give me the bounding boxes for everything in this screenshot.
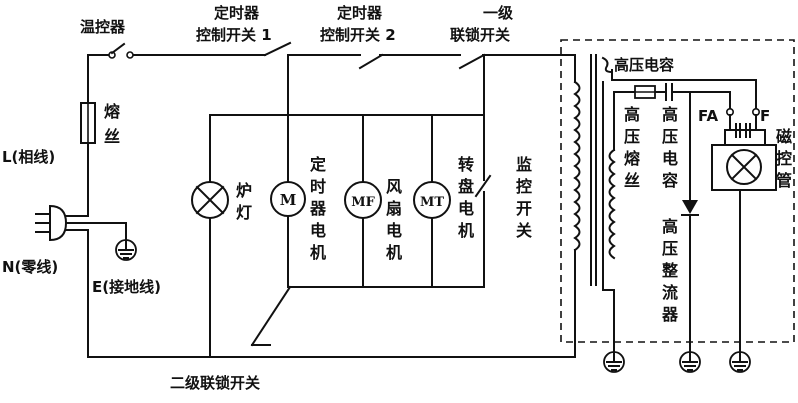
lamp-label-2: 灯 <box>236 203 252 222</box>
magnetron-label-3: 管 <box>776 171 792 190</box>
monitor-switch-label-1: 监 <box>516 155 532 174</box>
fan-motor-label-2: 扇 <box>386 199 402 218</box>
timer-switch-1 <box>263 41 292 57</box>
ground-icon-3 <box>729 351 751 373</box>
fan-motor-symbol: MF <box>351 195 375 210</box>
hv-capacitor-symbol <box>665 83 673 101</box>
live-wire-label: L(相线) <box>2 148 55 166</box>
turntable-motor-label-4: 机 <box>458 221 474 240</box>
transformer-secondary-coil <box>608 148 616 260</box>
terminal-f-label: F <box>760 107 770 125</box>
turntable-motor-label-2: 盘 <box>458 177 474 196</box>
thermostat-label: 温控器 <box>80 18 126 36</box>
hv-rectifier-label-4: 流 <box>662 283 678 302</box>
lamp-label-1: 炉 <box>236 181 252 200</box>
primary-interlock-switch <box>458 53 486 70</box>
timer-switch-1-label-line1: 定时器 <box>214 4 260 22</box>
timer-switch-2 <box>358 53 384 70</box>
hv-rectifier-diode-icon <box>681 200 699 216</box>
transformer-core <box>590 54 597 286</box>
ground-icon-2 <box>679 351 701 373</box>
timer-switch-1-label-line2: 控制开关 1 <box>196 26 272 44</box>
fuse-label-1: 熔 <box>104 102 121 121</box>
ground-wire-label: E(接地线) <box>92 278 161 296</box>
neutral-wire-label: N(零线) <box>2 258 58 276</box>
monitor-switch-label-4: 关 <box>516 221 532 240</box>
earth-ground-icon <box>115 239 137 261</box>
terminal-fa-label: FA <box>698 107 719 125</box>
timer-motor-label-1: 定 <box>309 155 326 174</box>
turntable-motor-label-3: 电 <box>458 199 474 218</box>
primary-interlock-label-line1: 一级 <box>483 4 514 22</box>
filament-winding <box>601 56 614 74</box>
hv-rectifier-label-2: 压 <box>662 239 678 258</box>
magnetron-icon <box>711 144 777 191</box>
magnetron-filter-capacitors <box>735 123 751 138</box>
timer-switch-2-label-line1: 定时器 <box>337 4 383 22</box>
fan-motor-label-1: 风 <box>386 177 402 196</box>
fan-motor-label-3: 电 <box>386 221 402 240</box>
monitor-switch-label-3: 开 <box>516 199 532 218</box>
fan-motor-label-4: 机 <box>386 243 402 262</box>
power-plug-icon <box>35 204 68 242</box>
monitor-switch-label-2: 控 <box>516 177 532 196</box>
hv-capacitor-label-2: 压 <box>662 127 678 146</box>
oven-lamp-icon <box>191 181 229 219</box>
thermostat-switch <box>108 42 134 59</box>
hv-fuse-label-3: 熔 <box>624 149 641 168</box>
hv-capacitor-top-label: 高压电容 <box>614 56 674 74</box>
fuse-label-2: 丝 <box>104 127 120 146</box>
fuse-symbol <box>80 102 96 144</box>
turntable-motor-symbol: MT <box>420 195 444 210</box>
hv-rectifier-label-5: 器 <box>661 305 679 324</box>
timer-motor-label-5: 机 <box>310 243 326 262</box>
hv-rectifier-label-3: 整 <box>661 261 678 280</box>
hv-rectifier-label-1: 高 <box>662 217 678 236</box>
hv-capacitor-label-3: 电 <box>662 149 678 168</box>
turntable-motor-label-1: 转 <box>458 155 474 174</box>
transformer-primary-coil <box>573 80 581 259</box>
timer-motor-label-4: 电 <box>310 221 326 240</box>
ground-icon-1 <box>603 351 625 373</box>
hv-fuse-label-4: 丝 <box>624 171 640 190</box>
magnetron-label-2: 控 <box>776 149 792 168</box>
timer-motor-symbol: M <box>280 191 297 209</box>
turntable-motor: MT <box>413 181 451 219</box>
wiring <box>64 54 766 358</box>
timer-switch-2-label-line2: 控制开关 2 <box>320 26 396 44</box>
hv-fuse-symbol <box>634 85 656 99</box>
secondary-interlock-label: 二级联锁开关 <box>170 374 260 392</box>
hv-fuse-label-1: 高 <box>624 105 640 124</box>
timer-motor-label-2: 时 <box>310 177 326 196</box>
magnetron-label-1: 磁 <box>776 127 792 146</box>
high-voltage-section-box <box>560 39 795 343</box>
timer-motor: M <box>270 181 306 217</box>
secondary-interlock-switch <box>250 285 292 347</box>
hv-capacitor-label-1: 高 <box>662 105 678 124</box>
hv-fuse-label-2: 压 <box>624 127 640 146</box>
primary-interlock-label-line2: 联锁开关 <box>450 26 510 44</box>
fan-motor: MF <box>344 181 382 219</box>
hv-capacitor-label-4: 容 <box>661 171 678 190</box>
monitor-switch <box>474 174 492 198</box>
timer-motor-label-3: 器 <box>309 199 327 218</box>
